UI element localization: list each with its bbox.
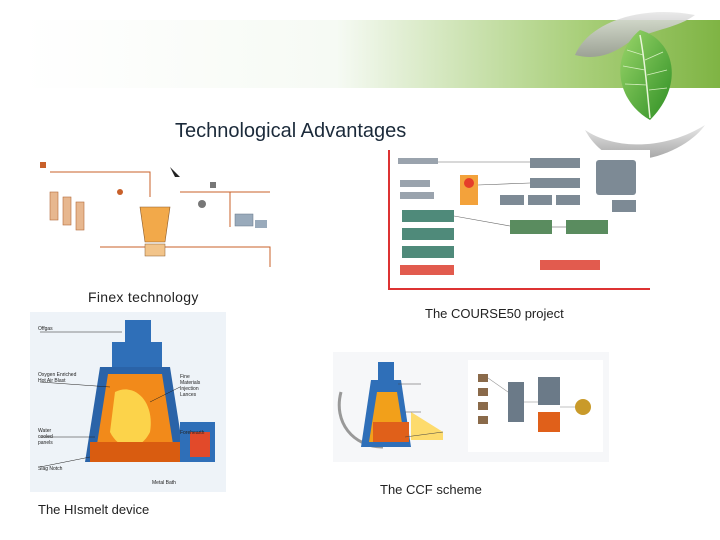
slide-title: Technological Advantages xyxy=(175,120,407,142)
svg-text:Offgas: Offgas xyxy=(38,326,53,332)
svg-text:Lances: Lances xyxy=(180,392,197,398)
hismelt-device-image: Offgas Oxygen Enriched Hot Air Blast Fin… xyxy=(30,312,226,492)
svg-text:Fine: Fine xyxy=(180,374,190,380)
ccf-caption: The CCF scheme xyxy=(380,482,482,497)
finex-diagram xyxy=(30,152,290,282)
leaf-icon xyxy=(575,11,705,160)
ccf-scheme-image xyxy=(333,352,609,462)
hismelt-caption: The HIsmelt device xyxy=(38,502,150,517)
svg-text:Injection: Injection xyxy=(180,386,199,392)
svg-text:Oxygen Enriched: Oxygen Enriched xyxy=(38,372,77,378)
course50-flowchart xyxy=(388,150,650,290)
svg-text:Water: Water xyxy=(38,428,51,434)
svg-text:Slag Notch: Slag Notch xyxy=(38,466,63,472)
svg-text:Metal Bath: Metal Bath xyxy=(152,480,176,486)
svg-text:panels: panels xyxy=(38,440,53,446)
svg-text:Materials: Materials xyxy=(180,380,201,386)
svg-text:Hot Air Blast: Hot Air Blast xyxy=(38,378,66,384)
course50-caption: The COURSE50 project xyxy=(425,306,564,321)
finex-caption: Finex technology xyxy=(88,289,199,305)
svg-text:Forehearth: Forehearth xyxy=(180,430,205,436)
svg-text:cooled: cooled xyxy=(38,434,53,440)
